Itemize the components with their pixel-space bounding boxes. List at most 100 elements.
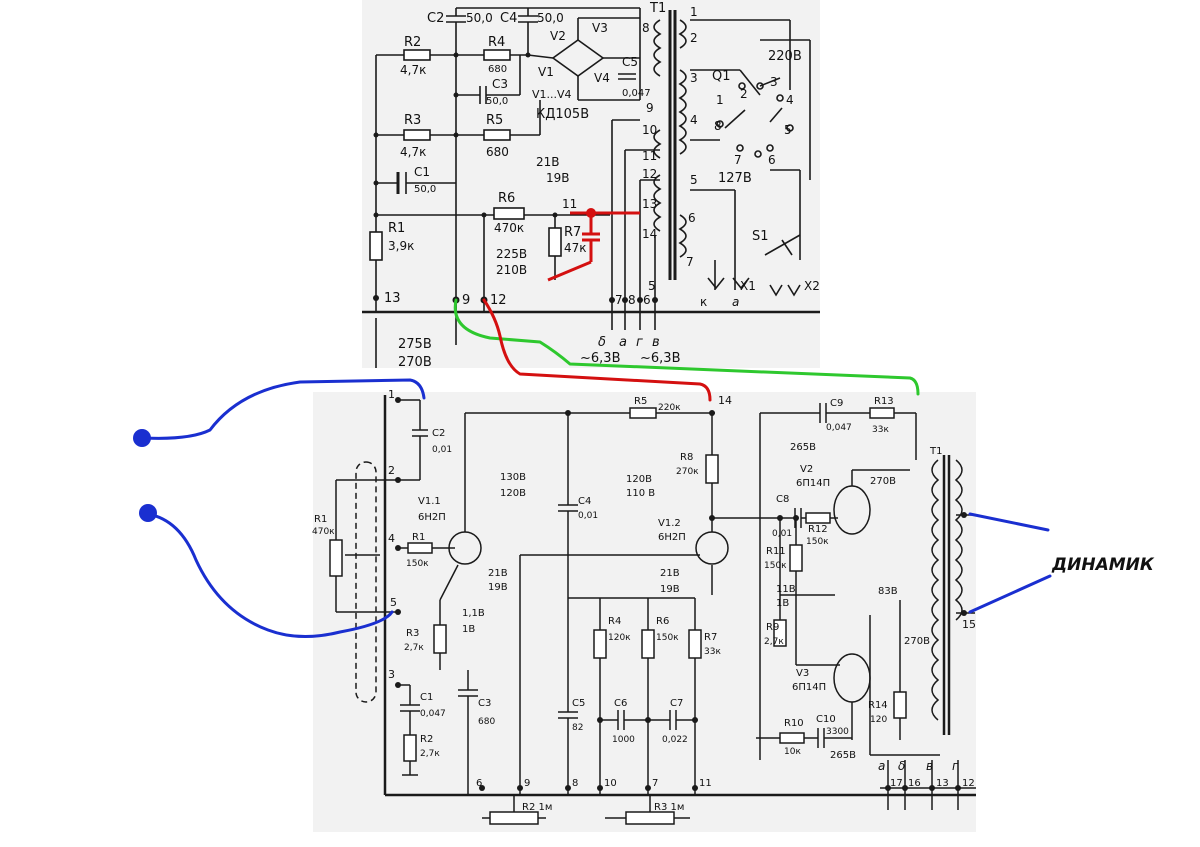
ps-pin5-label: 5 bbox=[648, 279, 656, 293]
amp-pin13: 13 bbox=[936, 778, 949, 789]
ps-q1-label: Q1 bbox=[712, 69, 731, 84]
amp-v11-label: V1.1 bbox=[418, 496, 441, 507]
ps-v2-label: V2 bbox=[550, 29, 566, 43]
ps-node11-label: 11 bbox=[562, 197, 577, 211]
ps-220v-label: 220В bbox=[768, 49, 802, 64]
switch-3: 3 bbox=[770, 75, 778, 89]
amp-pin3: 3 bbox=[388, 668, 395, 681]
winding-7: 7 bbox=[686, 255, 694, 269]
power-supply-labels: C2 50,0 C4 50,0 R2 4,7к R4 680 V1 V2 V3 … bbox=[384, 1, 820, 370]
amp-pin15: 15 bbox=[962, 618, 976, 631]
amp-r1-value: 470к bbox=[312, 527, 335, 537]
amp-v130-label: 130В bbox=[500, 472, 526, 483]
amp-r5-label: R5 bbox=[634, 396, 647, 407]
amp-c9-value: 0,047 bbox=[826, 423, 852, 433]
amp-pin6: 6 bbox=[476, 778, 482, 789]
amp-r1-label: R1 bbox=[314, 514, 327, 525]
ps-c4-value: 50,0 bbox=[537, 11, 564, 25]
amp-c8-label: C8 bbox=[776, 494, 789, 505]
ps-r1-label: R1 bbox=[388, 221, 405, 236]
amp-out-g: г bbox=[952, 759, 959, 773]
switch-2: 2 bbox=[740, 87, 748, 101]
amp-v12-type: 6Н2П bbox=[658, 532, 686, 543]
ps-r7-value: 47к bbox=[564, 241, 587, 255]
amp-c6-label: C6 bbox=[614, 698, 627, 709]
amp-r3-value: 2,7к bbox=[404, 643, 424, 653]
amp-v12-label: V1.2 bbox=[658, 518, 681, 529]
amp-v21-label: 21В bbox=[488, 568, 508, 579]
amp-r3-label: R3 bbox=[406, 628, 419, 639]
amp-r6-value: 150к bbox=[656, 633, 679, 643]
amplifier-labels: C2 0,01 R1 470к R1 150к V1.1 6Н2П 130В 1… bbox=[312, 388, 976, 813]
amp-v1-2-label: 1В bbox=[776, 598, 789, 609]
amp-v265-label: 265В bbox=[790, 442, 816, 453]
amp-r8-value: 270к bbox=[676, 467, 699, 477]
ps-c1-label: C1 bbox=[414, 165, 430, 179]
amp-r9-label: R9 bbox=[766, 622, 779, 633]
amp-r2pot-label: R2 1м bbox=[522, 802, 552, 813]
amp-r11-value: 150к bbox=[764, 561, 787, 571]
ps-pin9-label: 9 bbox=[462, 293, 470, 308]
ps-270v-label: 270В bbox=[398, 355, 432, 370]
amp-v3-label: V3 bbox=[796, 668, 809, 679]
ps-r4-value: 680 bbox=[488, 64, 507, 75]
amp-v2-label: V2 bbox=[800, 464, 813, 475]
amp-r10-label: R10 bbox=[784, 718, 804, 729]
amp-r12-label: R12 bbox=[808, 524, 828, 535]
green-wire bbox=[453, 298, 920, 396]
amp-v11b-label: 1,1В bbox=[462, 608, 485, 619]
winding-11: 11 bbox=[642, 149, 657, 163]
amp-c3-label: C3 bbox=[478, 698, 491, 709]
amp-v110b-label: 110 В bbox=[626, 488, 655, 499]
winding-6: 6 bbox=[688, 211, 696, 225]
ps-x1-label: X1 bbox=[740, 279, 756, 293]
amp-r1-grid-value: 150к bbox=[406, 559, 429, 569]
amp-r4-label: R4 bbox=[608, 616, 621, 627]
amp-r6-label: R6 bbox=[656, 616, 669, 627]
power-supply-sheet bbox=[362, 0, 820, 368]
ps-r2-label: R2 bbox=[404, 35, 421, 50]
ps-v4-label: V4 bbox=[594, 71, 610, 85]
ps-x2-label: X2 bbox=[804, 279, 820, 293]
winding-1: 1 bbox=[690, 5, 698, 19]
ps-c4-label: C4 bbox=[500, 11, 517, 26]
amp-r2-label: R2 bbox=[420, 734, 433, 745]
ps-heater1-label: ~6,3В bbox=[580, 351, 621, 366]
switch-6: 6 bbox=[768, 153, 776, 167]
winding-12: 12 bbox=[642, 167, 657, 181]
ps-letter-g: г bbox=[636, 335, 643, 350]
winding-8: 8 bbox=[642, 21, 650, 35]
amp-r7-label: R7 bbox=[704, 632, 717, 643]
amp-c1-value: 0,047 bbox=[420, 709, 446, 719]
amp-v19-label: 19В bbox=[488, 582, 508, 593]
amp-pin10: 10 bbox=[604, 778, 617, 789]
switch-8: 8 bbox=[714, 119, 722, 133]
amp-v265b-label: 265В bbox=[830, 750, 856, 761]
ps-v21-label: 21В bbox=[536, 155, 560, 169]
winding-13: 13 bbox=[642, 197, 657, 211]
amp-c5-value: 82 bbox=[572, 723, 583, 733]
amp-pin12: 12 bbox=[962, 778, 975, 789]
amp-c9-label: C9 bbox=[830, 398, 843, 409]
ps-275v-label: 275В bbox=[398, 337, 432, 352]
amp-r2-value: 2,7к bbox=[420, 749, 440, 759]
amp-v11-type: 6Н2П bbox=[418, 512, 446, 523]
amp-c3-value: 680 bbox=[478, 717, 495, 727]
amp-t1-label: T1 bbox=[929, 446, 942, 457]
ps-diode-type: КД105В bbox=[536, 107, 589, 122]
ps-v225-label: 225В bbox=[496, 247, 527, 261]
amp-r7-value: 33к bbox=[704, 647, 721, 657]
amp-v120-label: 120В bbox=[500, 488, 526, 499]
switch-1: 1 bbox=[716, 93, 724, 107]
amp-c7-label: C7 bbox=[670, 698, 683, 709]
amp-v83-label: 83В bbox=[878, 586, 898, 597]
amp-c7-value: 0,022 bbox=[662, 735, 688, 745]
ps-v19-label: 19В bbox=[546, 171, 570, 185]
amp-r14-label: R14 bbox=[868, 700, 888, 711]
amp-c4-label: C4 bbox=[578, 496, 591, 507]
amp-out-v: в bbox=[926, 759, 933, 773]
amp-c10-label: C10 bbox=[816, 714, 836, 725]
amp-r3pot-label: R3 1м bbox=[654, 802, 684, 813]
amp-v3-type: 6П14П bbox=[792, 682, 826, 693]
